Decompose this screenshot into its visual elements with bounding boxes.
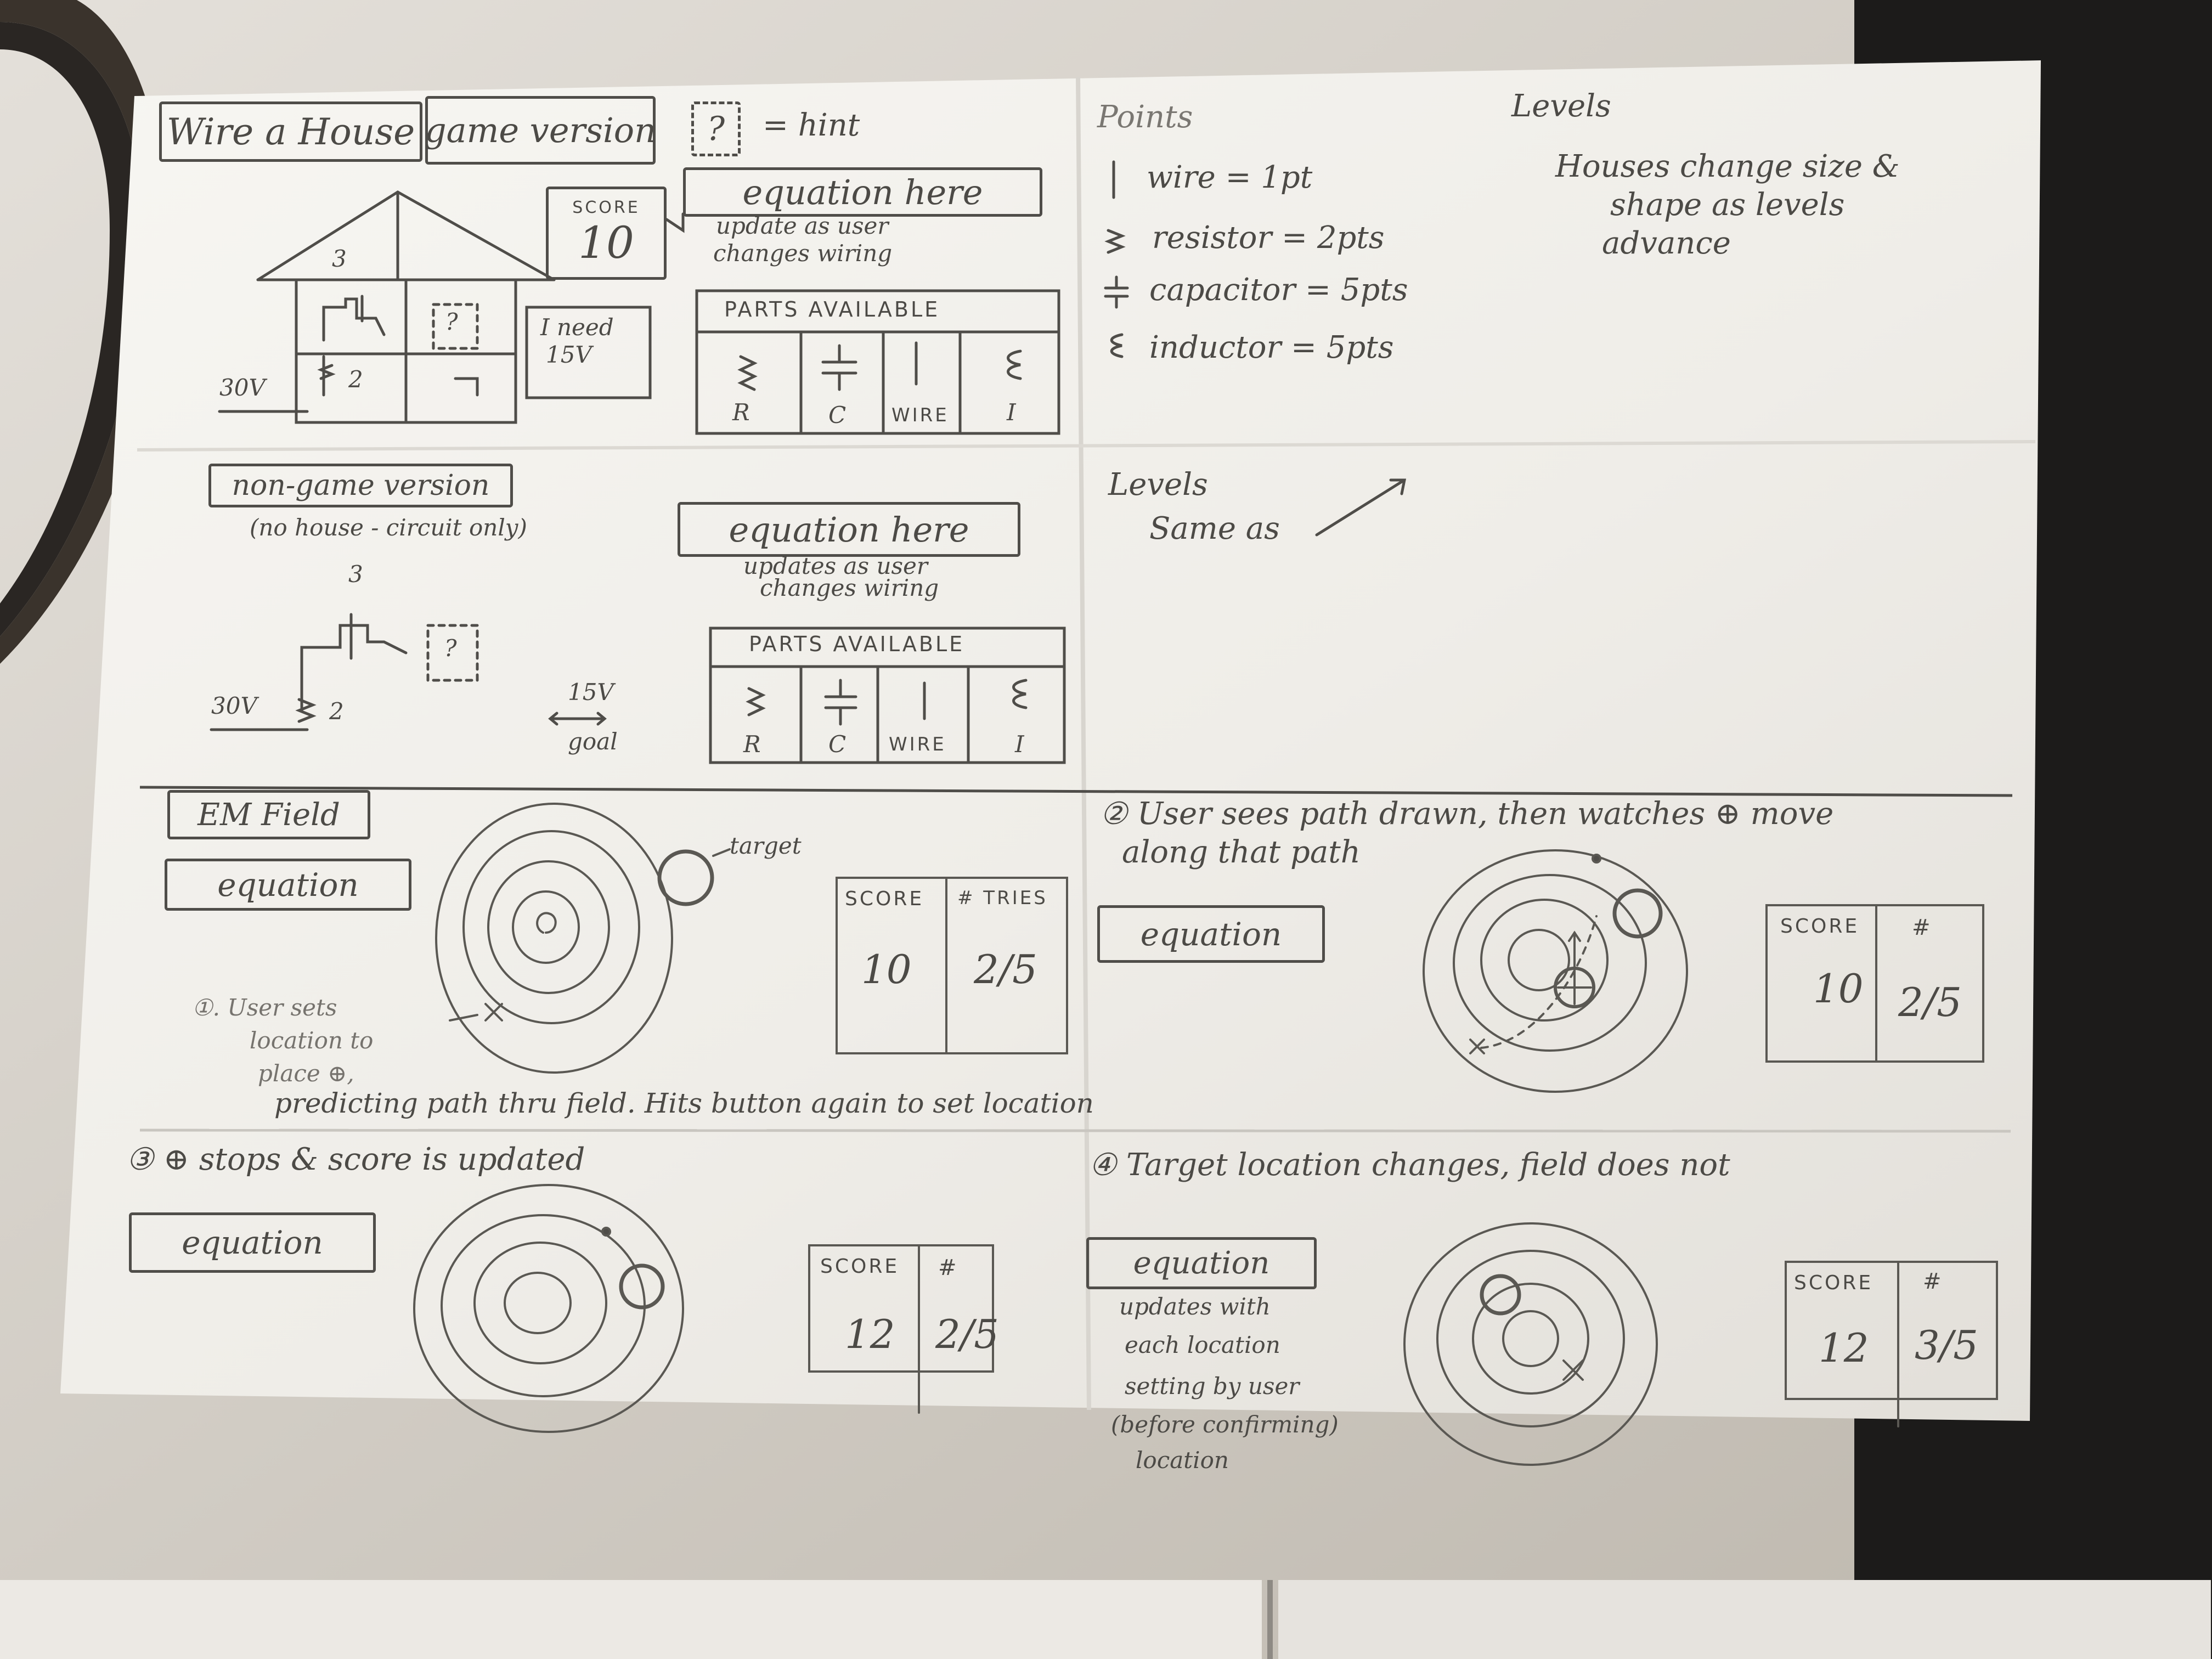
drawer-right xyxy=(1278,1580,2211,1659)
step4-score-label: SCORE xyxy=(1794,1272,1874,1294)
step4-note-1: updates with xyxy=(1119,1293,1271,1320)
nongame-part-wire: WIRE xyxy=(889,733,946,755)
step3-text: ③ ⊕ stops & score is updated xyxy=(126,1142,585,1177)
step2-score-label: SCORE xyxy=(1780,915,1860,938)
nongame-title-box: non-game version xyxy=(208,464,513,507)
nongame-part-c: C xyxy=(828,731,847,758)
step2-score-value: 10 xyxy=(1813,966,1864,1012)
nongame-label-2: 2 xyxy=(329,698,344,725)
step2-equation-box: equation xyxy=(1097,905,1325,963)
em-step1-c: place ⊕, xyxy=(258,1060,354,1087)
step4-note-5: location xyxy=(1136,1447,1229,1474)
need-line-2: 15V xyxy=(546,341,592,368)
nongame-parts-title: PARTS AVAILABLE xyxy=(749,632,965,656)
step2-text-b: along that path xyxy=(1122,834,1361,870)
step3-equation-box: equation xyxy=(129,1212,376,1273)
step2-tries-value: 2/5 xyxy=(1898,979,1962,1025)
game-equation-box: equation here xyxy=(683,167,1042,217)
house-label-2: 2 xyxy=(348,366,363,393)
em-step1-d: predicting path thru field. Hits button … xyxy=(274,1087,1094,1119)
points-item-wire: wire = 1pt xyxy=(1147,160,1313,195)
house-label-3: 3 xyxy=(332,245,347,272)
em-equation: equation xyxy=(217,866,359,904)
levels-line-3: advance xyxy=(1602,225,1731,261)
em-title-box: EM Field xyxy=(167,790,370,839)
em-target-label: target xyxy=(730,832,802,859)
step2-equation: equation xyxy=(1140,915,1282,953)
step2-text-a: ② User sees path drawn, then watches ⊕ m… xyxy=(1100,796,1834,832)
step3-tries-value: 2/5 xyxy=(935,1311,999,1357)
step4-equation-box: equation xyxy=(1086,1237,1317,1289)
nongame-title: non-game version xyxy=(232,469,490,502)
game-equation-note-1: update as user xyxy=(716,212,889,239)
points-heading: Points xyxy=(1097,99,1193,135)
game-part-wire: WIRE xyxy=(891,404,949,426)
em-score-value: 10 xyxy=(861,946,912,992)
game-score-label: SCORE xyxy=(572,198,640,217)
title-mode-box: game version xyxy=(425,96,656,165)
title-mode-text: game version xyxy=(424,110,657,150)
step4-tries-label: # xyxy=(1923,1269,1944,1294)
points-item-capacitor: capacitor = 5pts xyxy=(1149,272,1408,308)
game-part-c: C xyxy=(828,402,847,428)
nongame-part-r: R xyxy=(743,731,761,758)
step4-note-4: (before confirming) xyxy=(1111,1411,1339,1438)
nongame-equation: equation here xyxy=(729,509,969,550)
levels-line-2: shape as levels xyxy=(1610,187,1845,223)
nongame-subtitle: (no house - circuit only) xyxy=(250,514,527,541)
em-tries-label: # TRIES xyxy=(957,887,1048,909)
levels-heading: Levels xyxy=(1511,88,1611,124)
nongame-label-3: 3 xyxy=(348,561,363,588)
levels-heading-2: Levels xyxy=(1108,467,1208,503)
game-equation-note-2: changes wiring xyxy=(713,240,893,267)
points-item-resistor: resistor = 2pts xyxy=(1152,220,1385,256)
step4-tries-value: 3/5 xyxy=(1915,1322,1978,1368)
step4-score-value: 12 xyxy=(1819,1325,1869,1371)
nongame-goal-v: 15V xyxy=(568,679,614,706)
em-tries-value: 2/5 xyxy=(974,946,1037,992)
step3-tries-label: # xyxy=(938,1255,959,1280)
nongame-equation-box: equation here xyxy=(678,502,1020,557)
game-score-box: SCORE 10 xyxy=(546,187,667,280)
points-item-inductor: inductor = 5pts xyxy=(1149,330,1394,365)
step4-text: ④ Target location changes, field does no… xyxy=(1089,1147,1730,1183)
nongame-note-1: updates as user xyxy=(743,552,928,579)
nongame-part-i: I xyxy=(1015,731,1024,758)
step2-tries-label: # xyxy=(1912,915,1933,940)
em-step1-b: location to xyxy=(250,1027,374,1054)
levels-same-as: Same as xyxy=(1149,511,1280,546)
need-line-1: I need xyxy=(540,314,614,341)
nongame-hint-mark: ? xyxy=(444,635,457,662)
hint-legend: = hint xyxy=(763,108,860,143)
game-score-value: 10 xyxy=(578,217,634,268)
game-part-i: I xyxy=(1007,399,1016,426)
em-score-label: SCORE xyxy=(845,888,924,910)
game-part-r: R xyxy=(732,399,750,426)
step3-score-label: SCORE xyxy=(820,1255,900,1278)
nongame-label-30v: 30V xyxy=(211,692,257,719)
hint-icon: ? xyxy=(691,101,741,156)
em-equation-box: equation xyxy=(165,859,411,911)
step4-note-3: setting by user xyxy=(1125,1373,1300,1400)
game-equation-text: equation here xyxy=(742,172,983,212)
drawer-left xyxy=(0,1580,1262,1659)
step3-score-value: 12 xyxy=(845,1311,895,1357)
step4-note-2: each location xyxy=(1125,1331,1280,1358)
nongame-goal: goal xyxy=(568,728,618,755)
em-step1-a: ①. User sets xyxy=(192,994,337,1021)
em-title: EM Field xyxy=(198,797,340,833)
game-parts-title: PARTS AVAILABLE xyxy=(724,297,940,321)
step4-equation: equation xyxy=(1133,1245,1270,1281)
step3-equation: equation xyxy=(182,1224,323,1261)
levels-line-1: Houses change size & xyxy=(1555,149,1900,184)
title-box: Wire a House xyxy=(159,101,422,162)
nongame-note-2: changes wiring xyxy=(760,574,939,601)
house-hint-mark: ? xyxy=(445,308,458,335)
pan-edge xyxy=(0,22,143,636)
title-text: Wire a House xyxy=(166,110,415,153)
house-label-30v: 30V xyxy=(219,374,266,401)
